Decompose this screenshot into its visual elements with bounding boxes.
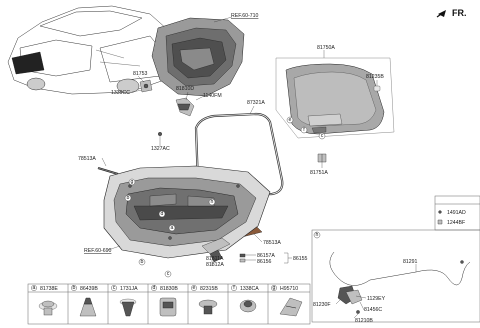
legend-circle-g <box>271 285 277 291</box>
cap-1338CA-icon <box>239 299 257 313</box>
inner-panel-assembly: REF.60-710 <box>151 13 259 97</box>
label-81230F: 81230F <box>313 302 331 308</box>
bracket-H95710-icon <box>279 297 303 317</box>
trunk-lid-handle: 81810D 1140FM <box>175 86 222 117</box>
label-86155: 86155 <box>293 256 308 262</box>
circle-c-lid: c <box>167 271 170 277</box>
legend-part-H95710: H95710 <box>280 286 298 292</box>
legend-circle-d <box>151 285 157 291</box>
legend-letter-b: b <box>73 285 76 291</box>
ref-60-710-label: REF.60-710 <box>231 13 259 19</box>
plug-1731JA-icon <box>119 298 137 317</box>
label-86156: 86156 <box>257 259 272 265</box>
lid-strut-78513A: 78513A <box>78 156 119 175</box>
stopper-81830B-icon <box>159 297 177 317</box>
label-1491AD: 1491AD <box>447 210 466 216</box>
legend-circle-a <box>31 285 37 291</box>
circle-h-lid: h <box>211 199 214 205</box>
grommet-81738E-icon <box>38 300 58 316</box>
label-81750A: 81750A <box>317 45 335 51</box>
label-78513A-top: 78513A <box>78 156 96 162</box>
label-81811A: 81811A <box>206 256 224 262</box>
legend-circle-e <box>191 285 197 291</box>
legend-letter-f: f <box>233 285 235 291</box>
circle-f-trim: f <box>303 127 305 133</box>
label-86157A: 86157A <box>257 253 275 259</box>
inset-h-letter: h <box>316 232 319 238</box>
label-1244BF: 1244BF <box>447 220 465 226</box>
legend-part-81738E: 81738E <box>40 286 58 292</box>
hinge-81811A-81812A: 81811A 81812A <box>201 237 231 268</box>
legend-circle-b <box>71 285 77 291</box>
car-illustration <box>7 5 176 95</box>
label-1140FM: 1140FM <box>203 93 222 99</box>
legend-circle-f <box>231 285 237 291</box>
label-81812A: 81812A <box>206 262 224 268</box>
legend-part-82315B: 82315B <box>200 286 218 292</box>
legend-letter-e: e <box>193 285 196 291</box>
label-81456C: 81456C <box>364 307 382 313</box>
label-81753: 81753 <box>133 71 148 77</box>
legend-part-1731JA: 1731JA <box>120 286 138 292</box>
circle-b-lid-1: b <box>127 195 130 201</box>
circle-b-lid-2: b <box>141 259 144 265</box>
legend-letter-c: c <box>113 285 116 291</box>
legend-letter-g: g <box>273 285 276 291</box>
fr-label: FR. <box>452 8 467 18</box>
bumper-86439B-icon <box>79 297 97 317</box>
trunk-lid-trim-81750A: 81750A 81235B e f c <box>275 45 395 140</box>
front-direction-indicator: FR. <box>436 8 467 18</box>
clip-1327AC: 1327AC <box>151 131 170 152</box>
legend-part-86439B: 86439B <box>80 286 98 292</box>
legend-letter-a: a <box>33 285 36 291</box>
label-81810D: 81810D <box>176 86 194 92</box>
label-81235B: 81235B <box>366 74 384 80</box>
legend-part-81830B: 81830B <box>160 286 178 292</box>
circle-a-lid: a <box>171 225 174 231</box>
legend-part-1338CA: 1338CA <box>240 286 259 292</box>
legend-circle-c <box>111 285 117 291</box>
label-1327AC: 1327AC <box>151 146 170 152</box>
circle-d-lid: d <box>161 211 164 217</box>
circle-e-trim: e <box>289 117 292 123</box>
label-78513A-right: 78513A <box>263 240 281 246</box>
inset-h-release-cable: h 81291 1129EY 81456C 81230F 81210B <box>311 229 480 324</box>
label-1129EY: 1129EY <box>367 296 386 302</box>
circle-c-trim: c <box>321 133 324 139</box>
circle-g-lid: g <box>131 179 134 185</box>
emblem-86155: 86157A 86156 86155 <box>239 252 308 265</box>
clip-81751A: 81751A <box>310 153 328 176</box>
label-1339CC: 1339CC <box>111 90 130 96</box>
label-87321A: 87321A <box>247 100 265 106</box>
label-81751A: 81751A <box>310 170 328 176</box>
trunk-lid-panel: g b d a h b c REF.60-690 <box>84 165 271 278</box>
ref-60-690-label: REF.60-690 <box>84 248 112 254</box>
label-81291: 81291 <box>403 259 418 265</box>
plug-82315B-icon <box>198 299 218 315</box>
legend-table: a 81738E b 86439B c 1731JA d 81830B e 82315B f 1338… <box>27 283 311 325</box>
legend-letter-d: d <box>153 285 156 291</box>
fastener-table: 1491AD 1244BF <box>434 195 480 231</box>
lock-bracket-81753: 81753 1339CC <box>111 71 153 96</box>
label-81210B: 81210B <box>355 318 373 324</box>
